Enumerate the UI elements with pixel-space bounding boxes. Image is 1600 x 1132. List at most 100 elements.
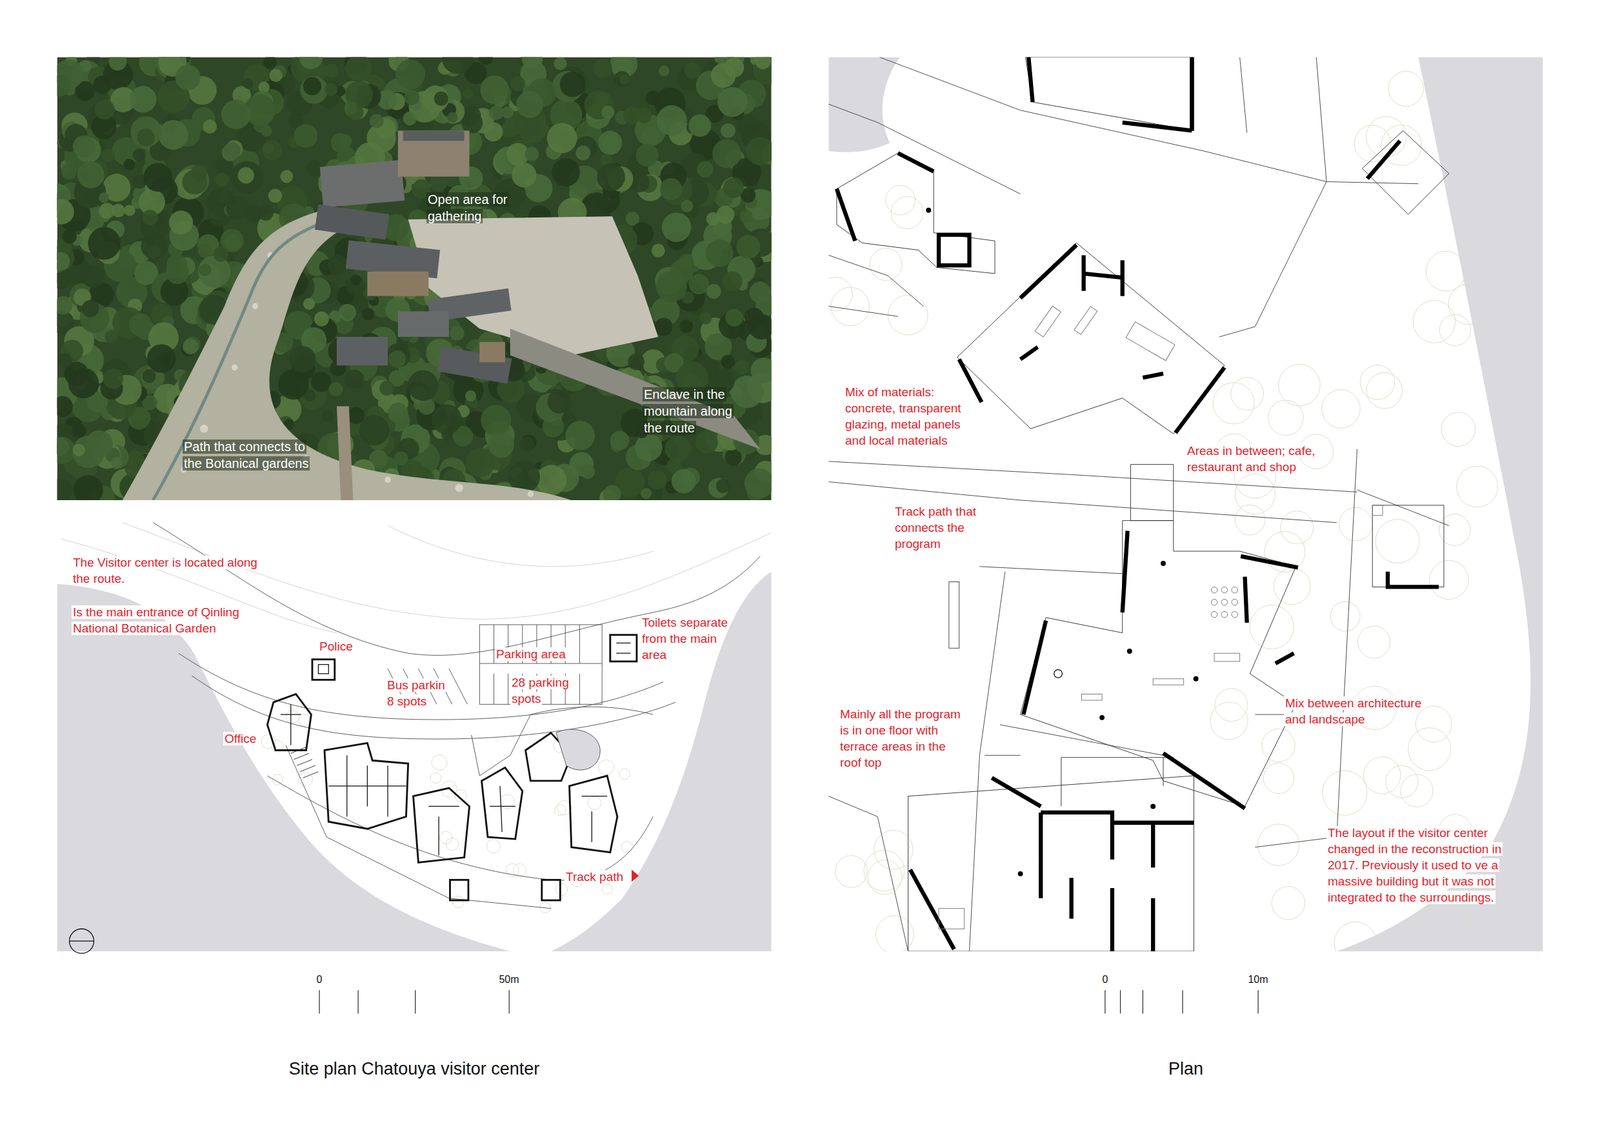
tree-symbol: [867, 860, 902, 895]
furniture: [1372, 505, 1383, 516]
tree-canopy: [289, 345, 316, 373]
tree-canopy: [327, 254, 348, 275]
annotation: Office: [223, 731, 258, 746]
river-stones: [527, 490, 534, 497]
building-walls: [1083, 254, 1123, 296]
annotation: Track path: [564, 869, 625, 884]
annotation: Toilets separate from the main area: [640, 615, 730, 662]
tree-symbol: [452, 895, 464, 908]
tree-canopy: [361, 307, 375, 320]
tree-canopy: [329, 381, 344, 397]
tree-symbol: [1321, 389, 1361, 429]
annotation-block: Toilets separate from the main area: [640, 614, 738, 663]
tree-canopy: [72, 135, 95, 158]
tree-canopy: [57, 296, 73, 315]
building-outline: [1061, 757, 1164, 807]
road-edge: [969, 571, 1006, 951]
tree-canopy: [680, 319, 694, 333]
north-arrow: [69, 940, 95, 942]
tree-canopy: [242, 78, 253, 90]
tree-canopy: [596, 163, 625, 191]
tree-canopy: [280, 169, 293, 183]
tree-canopy: [565, 420, 596, 451]
road-edge: [828, 57, 1450, 951]
building-walls: [1189, 57, 1194, 131]
water-feature: [828, 57, 900, 153]
tree-symbol: [1412, 300, 1456, 344]
tree-canopy: [388, 350, 406, 368]
furniture: [1152, 678, 1184, 685]
furniture: [1231, 586, 1238, 593]
tree-symbol: [555, 883, 568, 896]
road-edge: [1000, 724, 1164, 755]
tree-symbol: [431, 754, 448, 771]
annotation: Mix of materials: concrete, transparent …: [843, 385, 963, 448]
annotation: Enclave in the mountain along the route: [642, 387, 734, 435]
tree-symbol: [430, 772, 442, 784]
annotation: Path that connects to the Botanical gard…: [182, 439, 310, 471]
tree-canopy: [213, 246, 229, 262]
tree-canopy: [379, 380, 395, 396]
scale-value-holder: 0: [315, 972, 324, 986]
furniture: [1221, 610, 1228, 617]
building-walls: [910, 869, 955, 950]
tree-canopy: [278, 369, 309, 400]
tree-canopy: [387, 402, 409, 424]
building-outline: [908, 775, 1195, 951]
tree-canopy: [712, 139, 742, 169]
tree-canopy: [258, 81, 270, 93]
scale-value-holder: 0: [1101, 972, 1110, 986]
building-walls: [610, 634, 637, 662]
tree-canopy: [109, 57, 128, 71]
tree-canopy: [634, 433, 662, 461]
column: [1160, 560, 1166, 566]
tree-canopy: [57, 478, 73, 500]
tree-canopy: [404, 89, 420, 106]
contour-line: [122, 522, 772, 620]
building-walls: [1240, 556, 1299, 568]
caption: Plan: [1167, 1058, 1205, 1079]
tree-canopy: [680, 200, 693, 213]
tree-canopy: [57, 437, 70, 456]
tree-canopy: [344, 101, 358, 115]
tree-canopy: [619, 74, 630, 85]
tree-canopy: [547, 389, 572, 414]
road-edge: [828, 796, 908, 951]
tree-canopy: [684, 61, 701, 79]
tree-symbol: [1330, 601, 1360, 631]
tree-canopy: [57, 57, 772, 500]
building-walls: [481, 767, 523, 839]
building-walls: [1175, 367, 1225, 433]
building-walls: [959, 359, 982, 402]
tree-symbol: [890, 196, 924, 230]
tree-canopy: [654, 317, 673, 336]
tree-symbol: [621, 841, 633, 853]
tree-canopy: [547, 122, 578, 153]
tree-canopy: [592, 58, 613, 79]
tree-symbol: [513, 863, 527, 877]
tree-canopy: [324, 83, 338, 97]
building-walls: [1245, 576, 1248, 623]
tree-canopy: [754, 57, 771, 70]
annotation-block: The layout if the visitor center changed…: [1326, 824, 1527, 906]
tree-canopy: [736, 234, 760, 259]
interior-walls: [428, 805, 459, 855]
tree-canopy: [57, 74, 71, 97]
building-roofs: [314, 204, 390, 240]
column: [1099, 714, 1105, 720]
site-plan-drawing: [57, 520, 772, 951]
building-roofs: [320, 160, 406, 208]
tree-canopy: [158, 120, 189, 150]
road-edge: [191, 675, 676, 739]
road-edge: [1316, 57, 1327, 182]
scale-bar: [319, 989, 510, 1013]
building-outline: [836, 152, 995, 274]
tree-canopy: [431, 403, 462, 435]
tree-canopy: [300, 76, 328, 104]
tree-canopy: [488, 431, 515, 458]
tree-canopy: [744, 468, 772, 499]
tree-canopy: [314, 311, 330, 327]
caption-holder: Plan: [1167, 1057, 1205, 1080]
building-walls: [1112, 822, 1195, 868]
tree-canopy: [198, 263, 212, 277]
